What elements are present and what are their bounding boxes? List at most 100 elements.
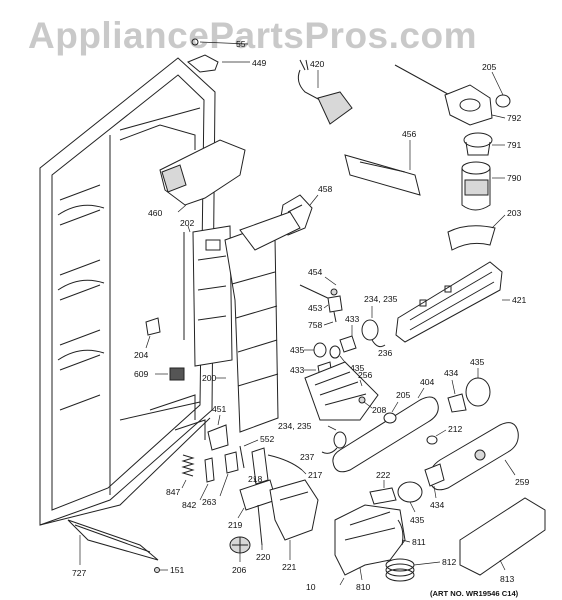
label-208: 208: [372, 405, 387, 415]
label-234-235-lower: 234, 235: [278, 421, 312, 431]
label-202: 202: [180, 218, 195, 228]
part-205-plug: [383, 401, 399, 424]
part-217-lever: [267, 454, 307, 475]
label-451: 451: [212, 404, 227, 414]
part-791-filter-bypass: [463, 132, 505, 156]
label-236: 236: [378, 348, 393, 358]
label-792: 792: [507, 113, 522, 123]
part-790-water-filter: [461, 161, 505, 211]
label-435-left: 435: [290, 345, 305, 355]
part-236-lens: [361, 306, 386, 348]
part-460-air-duct: [159, 139, 246, 213]
label-205-mid: 205: [396, 390, 411, 400]
label-421: 421: [512, 295, 527, 305]
label-449: 449: [252, 58, 267, 68]
label-221: 221: [282, 562, 297, 572]
label-205-top: 205: [482, 62, 497, 72]
label-433-lower: 433: [290, 365, 305, 375]
part-208-screw: [358, 396, 373, 409]
part-609-switch: [155, 367, 185, 381]
label-203: 203: [507, 208, 522, 218]
label-810: 810: [356, 582, 371, 592]
part-212-grommet: [426, 429, 447, 445]
part-812-coil: [385, 558, 441, 582]
part-810-dispenser-housing: [334, 480, 406, 586]
part-404-duct-tube: [332, 387, 439, 473]
label-434-upper: 434: [444, 368, 459, 378]
cabinet-liner: [39, 57, 216, 526]
label-456: 456: [402, 129, 417, 139]
part-218-actuator: [251, 447, 269, 485]
part-202-strip: [183, 225, 191, 340]
label-404: 404: [420, 377, 435, 387]
part-435-bulb-right: [465, 368, 491, 407]
label-813: 813: [500, 574, 515, 584]
part-449-bracket: [187, 38, 250, 73]
part-435-bulb-left: [304, 342, 327, 358]
label-200: 200: [202, 373, 217, 383]
label-217: 217: [308, 470, 323, 480]
part-727-grille: [67, 519, 159, 565]
part-204-clip: [145, 317, 161, 349]
part-552-pin: [239, 439, 259, 469]
part-433-socket-upper: [339, 325, 357, 353]
label-842: 842: [182, 500, 197, 510]
label-812: 812: [442, 557, 457, 567]
part-435-bulb-lower: [397, 481, 423, 513]
label-758: 758: [308, 320, 323, 330]
label-10: 10: [306, 582, 316, 592]
part-220-arm: [257, 504, 263, 550]
label-552: 552: [260, 434, 275, 444]
label-458: 458: [318, 184, 333, 194]
label-434-lower: 434: [430, 500, 445, 510]
label-55: 55: [236, 39, 246, 49]
label-256: 256: [358, 370, 373, 380]
label-453: 453: [308, 303, 323, 313]
part-456-rail: [344, 140, 421, 196]
label-811: 811: [412, 537, 426, 547]
label-433-upper: 433: [345, 314, 360, 324]
label-151: 151: [170, 565, 185, 575]
part-421-dispenser-bezel: [395, 261, 510, 343]
part-792-filter-head: [394, 64, 506, 126]
part-205-cap: [491, 71, 511, 108]
label-212: 212: [448, 424, 463, 434]
part-200-evaporator-cover: [216, 211, 301, 433]
label-791: 791: [507, 140, 522, 150]
part-434-socket-right: [447, 379, 467, 413]
part-434-socket-lower: [424, 463, 445, 499]
part-203-cover: [447, 214, 506, 251]
label-420: 420: [310, 59, 325, 69]
label-460: 460: [148, 208, 163, 218]
part-219-paddle: [237, 479, 277, 519]
label-220: 220: [256, 552, 271, 562]
label-847: 847: [166, 487, 181, 497]
label-219: 219: [228, 520, 243, 530]
label-204: 204: [134, 350, 149, 360]
watermark-text: AppliancePartsPros.com: [28, 15, 477, 56]
label-222: 222: [376, 470, 391, 480]
label-435-right: 435: [470, 357, 485, 367]
label-790: 790: [507, 173, 522, 183]
part-454-453-758-valve: [299, 276, 343, 326]
part-151-screw: [154, 567, 168, 573]
label-234-235-upper: 234, 235: [364, 294, 398, 304]
label-454: 454: [308, 267, 323, 277]
part-847-spring: [181, 454, 195, 489]
label-237: 237: [300, 452, 315, 462]
art-number: (ART NO. WR19546 C14): [430, 589, 519, 598]
part-256-tray: [304, 361, 379, 421]
label-727: 727: [72, 568, 87, 578]
part-811-tube: [397, 519, 411, 546]
part-451-bracket: [207, 414, 229, 451]
label-609: 609: [134, 369, 149, 379]
part-263-fitting: [219, 451, 239, 497]
part-237-lens: [321, 425, 347, 454]
label-206: 206: [232, 565, 247, 575]
label-263: 263: [202, 497, 217, 507]
label-218: 218: [248, 474, 263, 484]
label-259: 259: [515, 477, 530, 487]
part-201-panel: [192, 225, 239, 367]
part-420-wire-harness: [297, 59, 353, 125]
